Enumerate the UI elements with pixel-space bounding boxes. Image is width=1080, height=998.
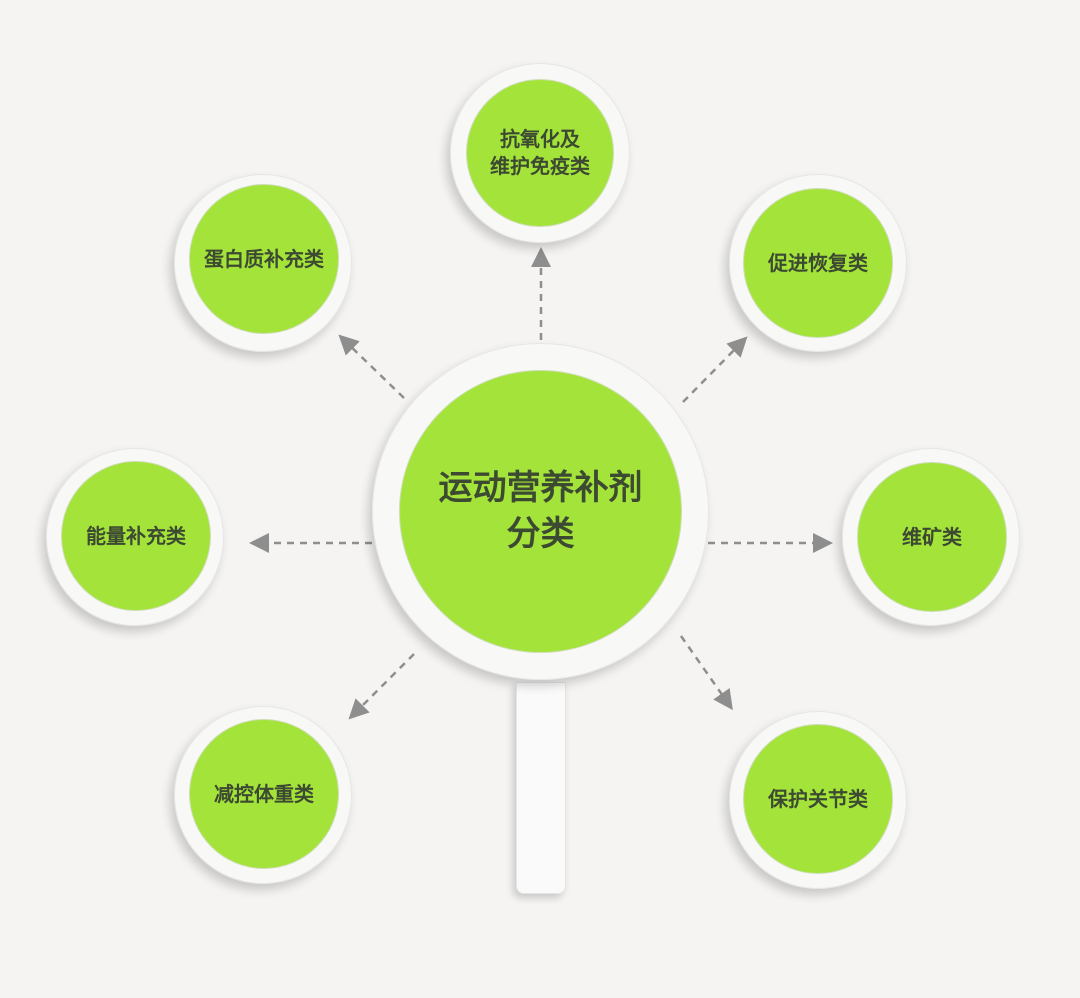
arrow-to-top-left [338,334,405,399]
node-energy: 能量补充类 [62,462,210,610]
node-label: 减控体重类 [214,781,314,806]
center-node: 运动营养补剂分类 [400,371,681,652]
center-title-line2: 分类 [506,513,575,554]
node-label-line2: 维护免疫类 [490,154,590,178]
node-label-line1: 抗氧化及 [500,127,580,151]
arrow-to-top-right [682,336,748,403]
node-protein: 蛋白质补充类 [190,185,338,333]
node-vitamins-minerals: 维矿类 [858,463,1006,611]
node-antioxidant-immunity: 抗氧化及维护免疫类 [467,80,613,226]
node-label: 能量补充类 [86,523,186,548]
arrow-to-bottom-right [679,635,733,711]
node-label: 维矿类 [902,524,962,549]
magnifier-handle [516,682,566,894]
node-label: 促进恢复类 [768,250,868,275]
arrow-to-bottom-left [348,653,415,720]
node-joint-protection: 保护关节类 [744,725,892,873]
center-title-line1: 运动营养补剂 [438,467,643,508]
node-label: 蛋白质补充类 [204,246,324,271]
node-recovery: 促进恢复类 [744,189,892,337]
node-weight-control: 减控体重类 [190,720,338,868]
node-label: 保护关节类 [768,786,868,811]
